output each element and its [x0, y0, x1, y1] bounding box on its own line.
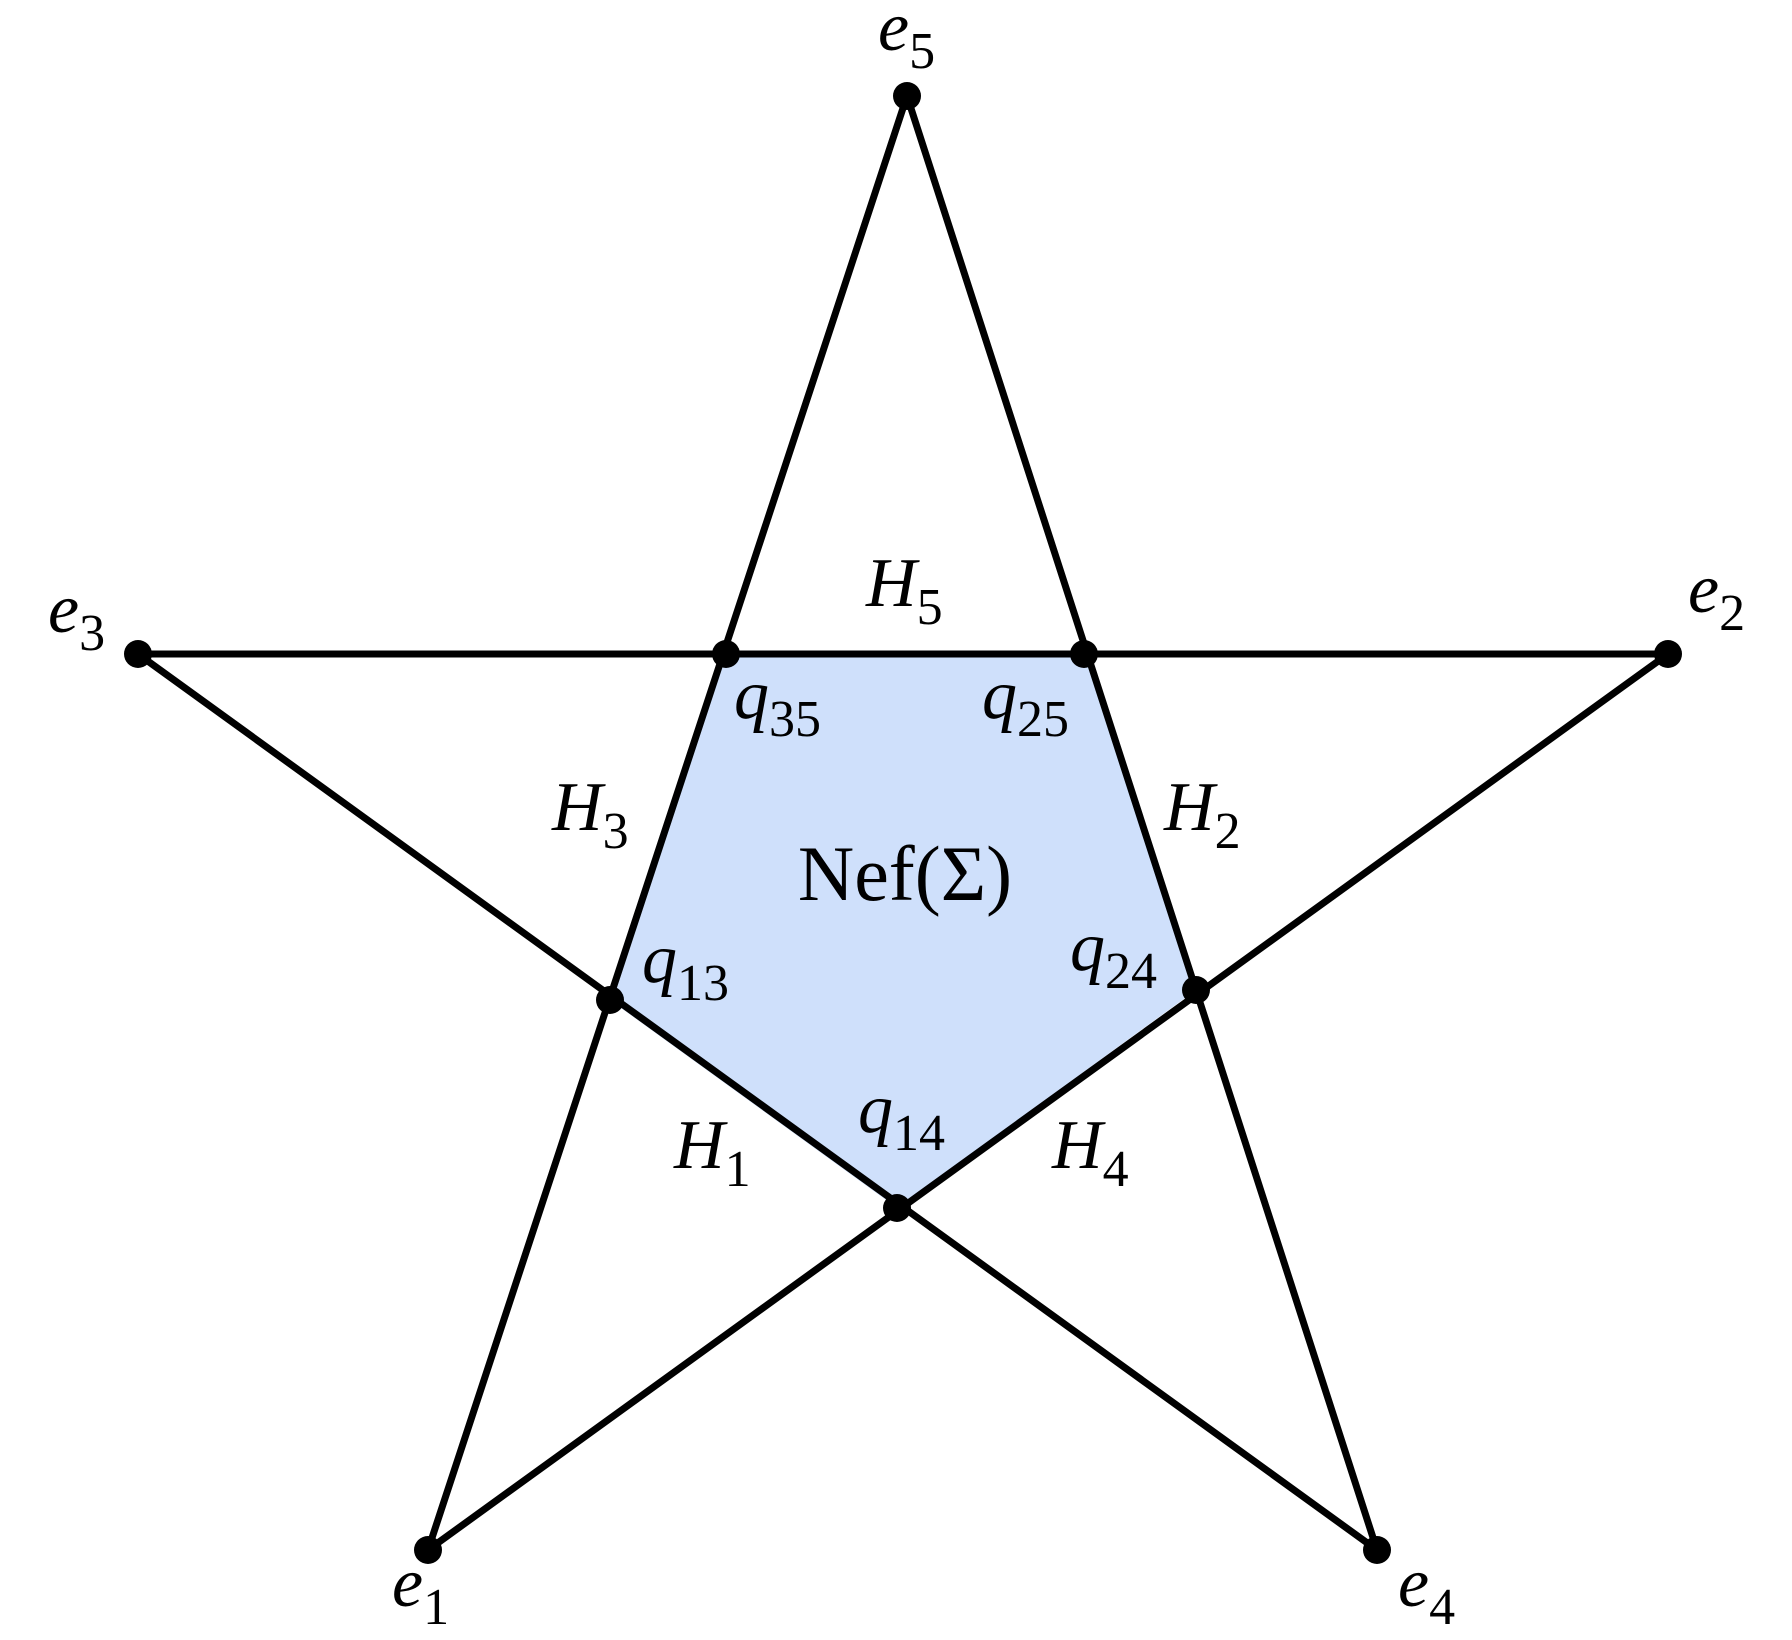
label-H5: H5: [865, 545, 943, 636]
edge-e2-e1: [424, 650, 1672, 1554]
vertex-q14: [883, 1194, 911, 1222]
label-H4: H4: [1051, 1107, 1129, 1198]
edge-e5-e4: [903, 92, 1381, 1554]
label-q25: q25: [982, 657, 1069, 748]
vertex-e4: [1363, 1536, 1391, 1564]
edge-e5-e1: [424, 92, 911, 1554]
vertex-e2: [1654, 640, 1682, 668]
label-e1: e1: [392, 1545, 449, 1636]
label-q24: q24: [1070, 909, 1157, 1000]
vertex-q25: [1070, 640, 1098, 668]
vertex-e3: [124, 640, 152, 668]
label-H3: H3: [551, 769, 629, 860]
label-e3: e3: [48, 571, 105, 662]
vertex-q24: [1182, 976, 1210, 1004]
label-H2: H2: [1163, 769, 1241, 860]
label-q35: q35: [734, 657, 821, 748]
label-nef-region: Nef(Σ): [798, 830, 1012, 917]
label-e4: e4: [1398, 1545, 1455, 1636]
vertex-e1: [414, 1536, 442, 1564]
label-e2: e2: [1688, 551, 1745, 642]
label-q13: q13: [642, 921, 729, 1012]
nef-region: [610, 654, 1196, 1208]
label-q14: q14: [858, 1071, 945, 1162]
label-e5: e5: [878, 0, 935, 80]
vertex-q13: [596, 986, 624, 1014]
label-H1: H1: [673, 1107, 751, 1198]
edge-e3-e4: [134, 650, 1381, 1554]
vertex-q35: [712, 640, 740, 668]
vertex-e5: [893, 82, 921, 110]
